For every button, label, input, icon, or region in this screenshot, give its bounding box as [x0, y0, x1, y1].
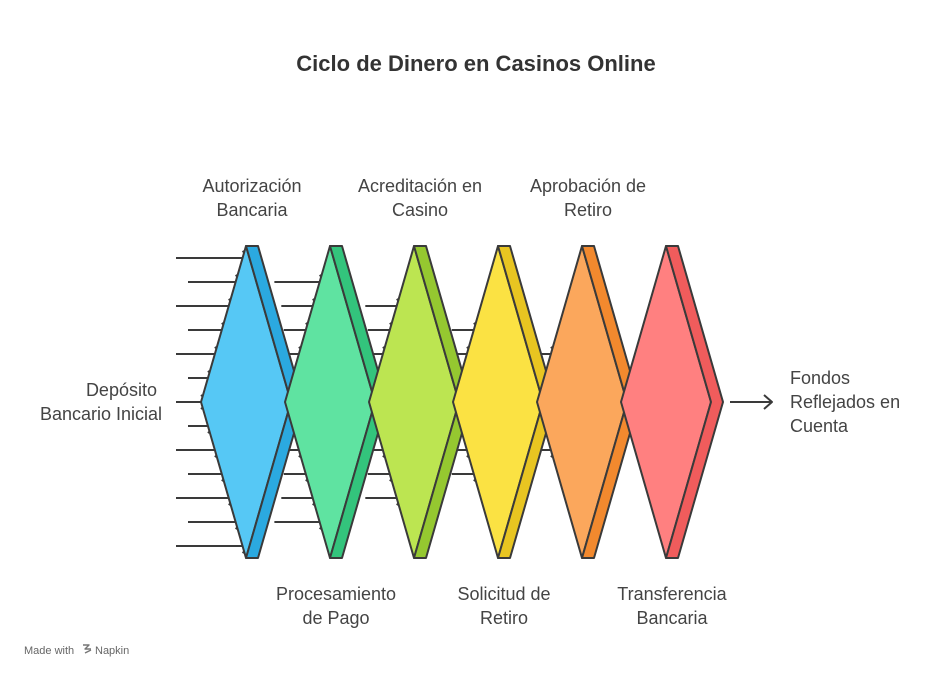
stage-label-line: Aprobación de [530, 176, 646, 196]
stage-chevrons [200, 245, 724, 559]
stage-label-line: Solicitud de [457, 584, 550, 604]
stage-label-line: Transferencia [617, 584, 727, 604]
stage-label: Solicitud de Retiro [457, 584, 550, 628]
flow-arrow [176, 538, 252, 554]
stage-label-line: Bancaria [216, 200, 288, 220]
flow-arrow [176, 250, 252, 266]
diagram-title: Ciclo de Dinero en Casinos Online [296, 51, 655, 76]
stage-label: Acreditación en Casino [358, 176, 482, 220]
stage-label-line: Retiro [564, 200, 612, 220]
input-label-line-2: Bancario Inicial [40, 404, 162, 424]
output-label-line-2: Reflejados en [790, 392, 900, 412]
stage-label-line: Bancaria [636, 608, 708, 628]
stage-label: Aprobación de Retiro [530, 176, 646, 220]
output-label-line-3: Cuenta [790, 416, 849, 436]
stage-label-line: Casino [392, 200, 448, 220]
input-label-line-1: Depósito [86, 380, 157, 400]
output-label-line-1: Fondos [790, 368, 850, 388]
input-label: Depósito Bancario Inicial [40, 380, 162, 424]
footer-made-with: Made with [24, 645, 74, 657]
footer: Made with Napkin [24, 644, 129, 657]
stage-label-line: Procesamiento [276, 584, 396, 604]
stage-label: Procesamiento de Pago [276, 584, 396, 628]
stage-label-line: Retiro [480, 608, 528, 628]
stage-label-line: Autorización [202, 176, 301, 196]
output-label: Fondos Reflejados en Cuenta [790, 368, 905, 436]
stage-label-line: de Pago [302, 608, 369, 628]
stage-chevron [620, 245, 724, 559]
napkin-logo-icon [83, 644, 92, 654]
output-arrow [730, 394, 773, 410]
footer-brand: Napkin [95, 645, 129, 657]
stage-label-line: Acreditación en [358, 176, 482, 196]
